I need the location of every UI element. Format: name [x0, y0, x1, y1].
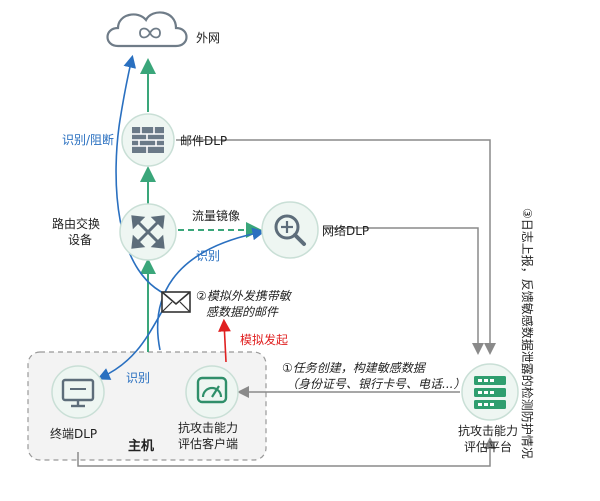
- identify-network-curve: [156, 227, 266, 351]
- simulate-launch-arrow: [218, 318, 231, 363]
- network-dlp-to-platform-line: [324, 227, 484, 355]
- magnifier-icon: [274, 214, 306, 246]
- router-label-line1: 路由交换: [52, 216, 100, 231]
- email-label-line2: 感数据的邮件: [206, 305, 279, 319]
- mail-dlp-node: [121, 113, 175, 167]
- client-node: [185, 365, 239, 419]
- router-icon: [131, 215, 165, 249]
- log-report-label: ③日志上报，反馈敏感数据泄露的检测防护情况: [520, 208, 535, 459]
- traffic-mirror-label: 流量镜像: [192, 208, 240, 223]
- router-label-line2: 设备: [68, 233, 92, 247]
- internet-label: 外网: [196, 31, 220, 45]
- network-dlp-node: [261, 201, 319, 259]
- endpoint-dlp-label: 终端DLP: [50, 426, 97, 441]
- identify-endpoint-label: 识别: [126, 371, 150, 385]
- client-label-line2: 评估客户端: [178, 436, 238, 451]
- gauge-icon: [196, 376, 228, 404]
- identify-network-label: 识别: [196, 249, 220, 263]
- monitor-icon: [61, 378, 95, 408]
- router-node: [119, 203, 177, 261]
- endpoint-dlp-node: [51, 365, 105, 419]
- server-icon: [474, 376, 506, 409]
- envelope-icon: [161, 291, 191, 313]
- email-label-line1: ②模拟外发携带敏: [196, 289, 293, 303]
- mail-dlp-label: 邮件DLP: [180, 134, 227, 148]
- platform-label-line2: 评估平台: [464, 439, 512, 454]
- firewall-icon: [132, 127, 164, 153]
- client-label-line1: 抗攻击能力: [178, 420, 238, 435]
- task-label-line1: ①任务创建，构建敏感数据: [282, 361, 427, 375]
- platform-label-line1: 抗攻击能力: [458, 423, 518, 438]
- identify-block-curve: [115, 54, 177, 299]
- identify-block-label: 识别/阻断: [62, 132, 114, 147]
- platform-node: [461, 363, 519, 421]
- endpoint-to-platform-line: [77, 437, 496, 467]
- cloud-icon: [106, 11, 188, 48]
- simulate-launch-label: 模拟发起: [240, 332, 288, 347]
- gray-connectors: [77, 139, 496, 467]
- host-label: 主机: [128, 438, 154, 454]
- task-label-line2: （身份证号、银行卡号、电话...）: [286, 377, 465, 391]
- network-dlp-label: 网络DLP: [322, 223, 369, 238]
- green-main-line: [140, 58, 262, 352]
- mail-dlp-to-platform-line: [176, 139, 496, 355]
